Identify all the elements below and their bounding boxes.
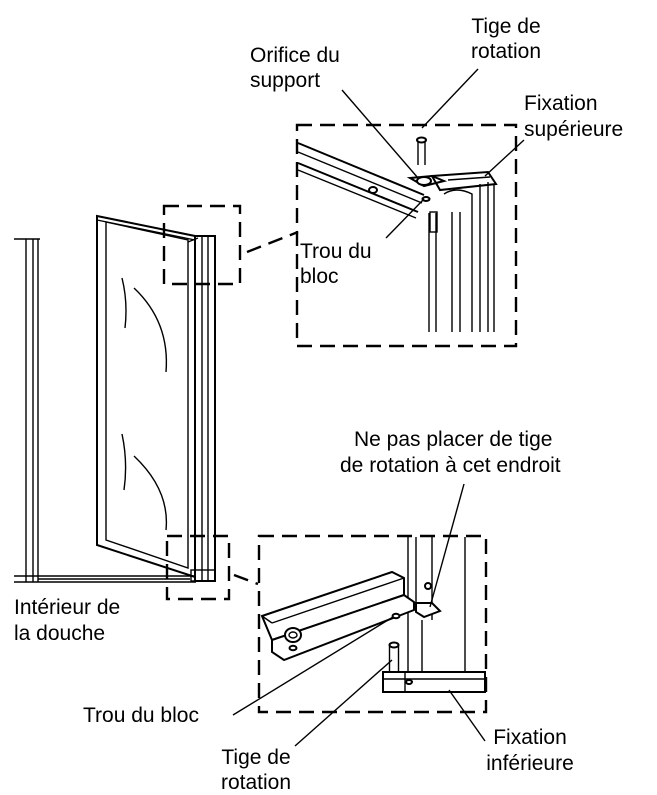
- label-ne-pas-line2: de rotation à cet endroit: [340, 454, 561, 477]
- leader-ne-pas: [429, 483, 465, 608]
- leader-tige-top: [421, 68, 479, 129]
- label-fixation-sup-line1: Fixation: [524, 92, 598, 115]
- label-interieur-line2: la douche: [14, 622, 105, 645]
- bottom-callout-connector: [233, 573, 259, 586]
- top-detail-marker: [162, 204, 242, 286]
- label-fixation-sup-line2: supérieure: [524, 118, 623, 141]
- top-vertical-jamb: [428, 182, 495, 332]
- label-fixation-inf-line1: Fixation: [493, 726, 567, 749]
- label-tige-top-line2: rotation: [471, 40, 541, 63]
- leader-fixation-inf: [448, 689, 486, 742]
- lower-fixation: [382, 671, 486, 693]
- label-fixation-inf-line2: inférieure: [486, 752, 574, 775]
- top-detail-view: [295, 123, 518, 348]
- bottom-detail-marker: [165, 534, 231, 601]
- leader-trou-bloc-top: [385, 198, 425, 239]
- bottom-detail-frame: [257, 534, 488, 714]
- no-pin-location: [415, 602, 442, 619]
- top-callout-connector: [246, 230, 299, 254]
- bottom-vertical-jamb: [407, 537, 466, 690]
- block-hole-top: [421, 196, 431, 202]
- bottom-rail: [260, 570, 415, 662]
- hinge-jamb: [187, 235, 216, 582]
- block-hole-bottom: [391, 612, 401, 620]
- leader-tige-bottom: [294, 659, 393, 747]
- leader-fixation-sup: [484, 139, 525, 177]
- wall-jamb: [14, 238, 40, 582]
- callout-labels: Tige de rotation Orifice du support Fixa…: [14, 15, 623, 794]
- label-ne-pas-line1: Ne pas placer de tige: [354, 428, 552, 451]
- rotation-pin-bottom: [388, 641, 400, 672]
- top-rail: [297, 142, 425, 219]
- label-tige-bottom-line2: rotation: [221, 771, 291, 794]
- label-trou-bloc-top-line2: bloc: [300, 265, 339, 288]
- bottom-detail-view: [257, 534, 488, 714]
- leader-trou-bloc-bottom: [232, 616, 394, 716]
- label-orifice-line2: support: [250, 69, 320, 92]
- label-tige-bottom-line1: Tige de: [221, 746, 290, 769]
- rotation-pin-top: [416, 136, 427, 165]
- leader-lines: [232, 68, 525, 747]
- shower-door-assembly: [14, 204, 299, 601]
- label-trou-bloc-bottom: Trou du bloc: [83, 704, 199, 727]
- upper-fixation: [406, 170, 498, 192]
- label-tige-top-line1: Tige de: [471, 15, 540, 38]
- threshold: [14, 575, 196, 583]
- glass-door-panel: [96, 214, 196, 579]
- label-interieur-line1: Intérieur de: [14, 596, 120, 619]
- label-trou-bloc-top-line1: Trou du: [300, 240, 372, 263]
- leader-orifice: [341, 89, 419, 179]
- label-orifice-line1: Orifice du: [250, 44, 340, 67]
- top-detail-frame: [295, 123, 518, 348]
